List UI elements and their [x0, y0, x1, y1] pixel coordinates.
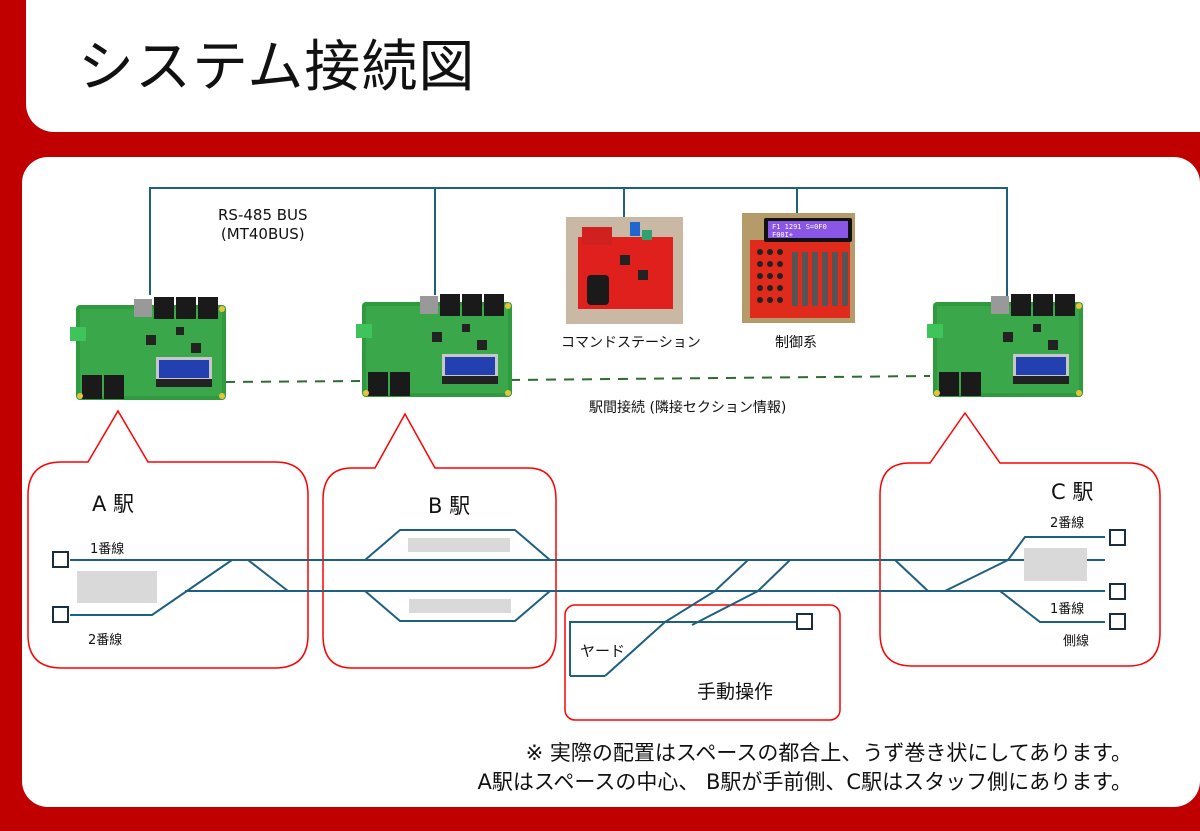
station-c-name: C 駅 [1051, 480, 1094, 504]
platform-c [1024, 548, 1087, 581]
lcd-line-2: F00I+ [772, 231, 793, 239]
station-a-track1-label: 1番線 [90, 542, 125, 557]
command-station-label: コマンドステーション [561, 335, 701, 351]
control-unit-label: 制御系 [775, 335, 817, 351]
page-title: システム接続図 [78, 35, 476, 100]
buffer-stop-yard [796, 613, 813, 630]
station-c-siding-label: 側線 [1063, 634, 1090, 649]
platforms [77, 538, 1087, 613]
manual-operation-label: 手動操作 [697, 681, 774, 703]
station-a-track2-label: 2番線 [88, 633, 123, 648]
buffer-stops [52, 529, 1126, 630]
title-panel: システム接続図 [26, 0, 1200, 132]
rs485-bus [149, 187, 1008, 300]
command-station-image [566, 217, 683, 324]
station-b-callout [322, 412, 557, 669]
note-line-1: ※ 実際の配置はスペースの都合上、うず巻き状にしてあります。 [525, 741, 1132, 765]
station-c-track2-label: 2番線 [1050, 516, 1085, 531]
note-line-2: A駅はスペースの中心、 B駅が手前側、C駅はスタッフ側にあります。 [477, 770, 1133, 794]
platform-b-lower [409, 599, 511, 613]
buffer-stop-a-track2 [52, 606, 69, 623]
buffer-stop-c-track2 [1109, 529, 1126, 546]
bus-label-line1: RS-485 BUS [218, 206, 308, 224]
station-b-controller-board [356, 294, 512, 397]
control-unit-image: F1 1291 S=0F0 F00I+ [742, 213, 855, 323]
platform-a [77, 571, 157, 603]
yard-label: ヤード [580, 642, 626, 660]
station-a-controller-board [70, 297, 226, 400]
station-c-track1-label: 1番線 [1050, 602, 1085, 617]
inter-station-link-label: 駅間接続 (隣接セクション情報) [589, 400, 787, 416]
station-a-callout [27, 409, 309, 669]
yard-manual-box [564, 604, 841, 721]
station-b-name: B 駅 [428, 494, 471, 518]
station-c-callout [879, 411, 1161, 667]
bus-label-line2: (MT40BUS) [220, 225, 305, 243]
lcd-line-1: F1 1291 S=0F0 [772, 223, 827, 231]
track-layout [70, 529, 1105, 677]
inter-station-link-line [224, 375, 931, 383]
buffer-stop-c-track1 [1109, 583, 1126, 600]
buffer-stop-a-track1 [52, 551, 69, 568]
station-c-controller-board [927, 294, 1083, 397]
buffer-stop-c-siding [1109, 613, 1126, 630]
platform-b-upper [408, 538, 510, 552]
bus-label: RS-485 BUS (MT40BUS) [218, 206, 308, 244]
station-a-name: A 駅 [92, 492, 135, 516]
